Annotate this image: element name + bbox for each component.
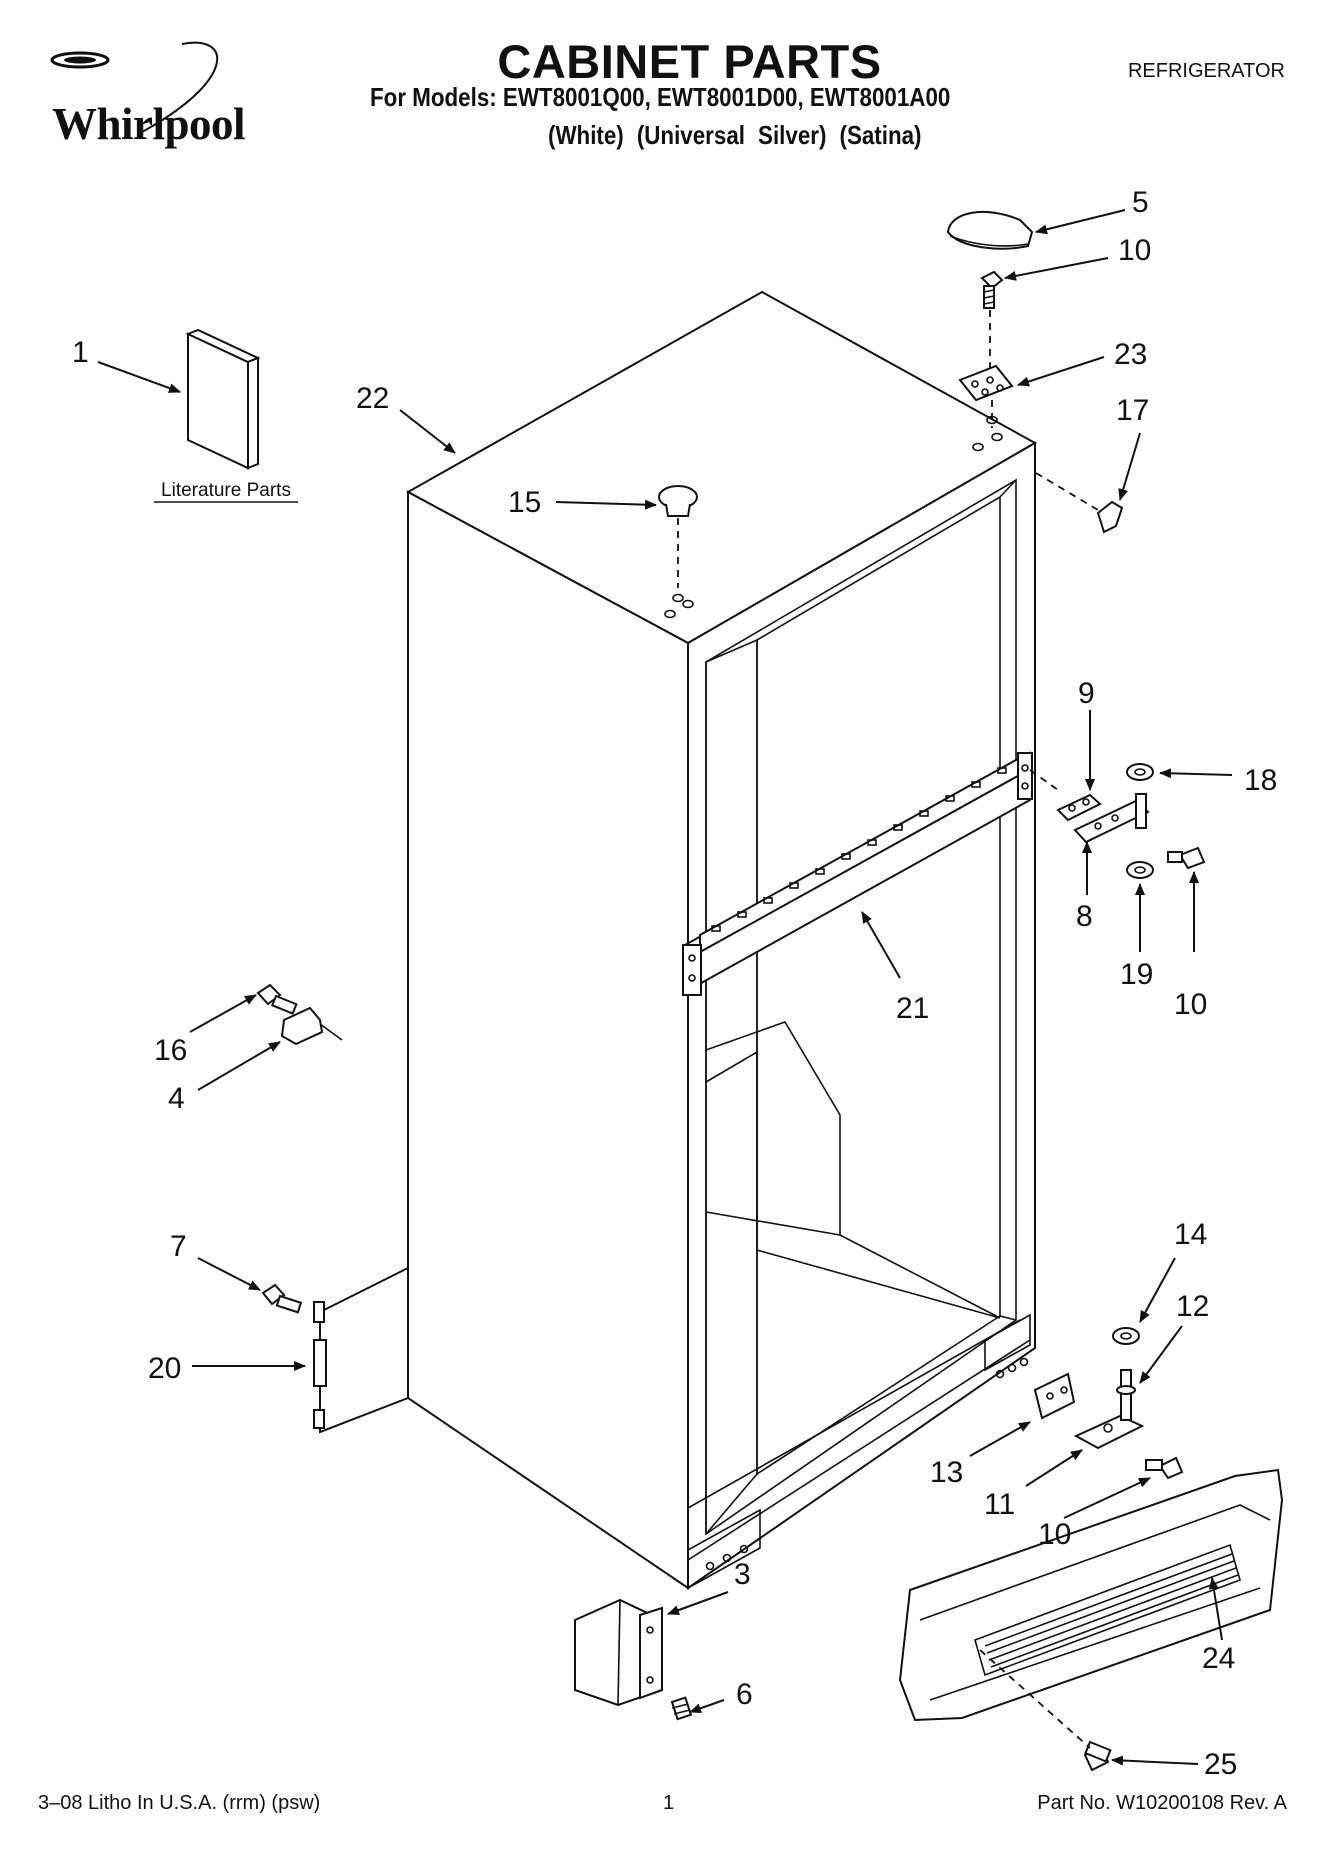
side-screw [256,983,298,1015]
callout-13: 13 [930,1456,963,1489]
cabinet-body [319,290,1038,1590]
callout-5: 5 [1132,186,1149,219]
callout-21: 21 [896,992,929,1025]
center-rail [682,751,1033,996]
callout-1: 1 [72,336,89,369]
callout-25: 25 [1204,1748,1237,1781]
callout-16: 16 [154,1034,187,1067]
bottom-hinge-washer [1112,1327,1140,1345]
callout-12: 12 [1176,1290,1209,1323]
callout-10-bottom: 10 [1038,1518,1071,1551]
callout-7: 7 [170,1230,187,1263]
bottom-hinge-pin [1116,1369,1136,1421]
callout-22: 22 [356,382,389,415]
rear-panel-bracket [313,1301,327,1429]
top-hinge [958,364,1014,402]
callout-10-top: 10 [1118,234,1151,267]
callout-15: 15 [508,486,541,519]
brand-swoosh-icon [50,41,219,133]
page-number: 1 [663,1792,675,1814]
hinge-washer-lower [1126,861,1154,879]
tubing-clamp [280,1006,343,1046]
callout-11: 11 [984,1488,1015,1521]
litho-info: 3–08 Litho In U.S.A. (rrm) (psw) [38,1792,321,1814]
grille-screw [1083,1740,1112,1772]
middle-hinge-shim [1056,793,1102,822]
hinge-washer-upper [1126,763,1154,781]
bottom-hinge-screw [1145,1456,1184,1480]
brand-logo: Whirlpool [22,40,272,160]
callout-24: 24 [1202,1642,1235,1675]
literature-parts-booklet: Literature Parts [154,328,298,503]
leveling-bracket [574,1598,663,1707]
callout-18: 18 [1244,764,1277,797]
leveling-screw [670,1696,693,1721]
hinge-hole-plug [1096,500,1124,534]
literature-label: Literature Parts [161,480,291,501]
brand-name: Whirlpool [52,99,246,149]
callout-20: 20 [148,1352,181,1385]
model-numbers: For Models: EWT8001Q00, EWT8001D00, EWT8… [370,82,951,112]
middle-hinge [1073,793,1150,844]
top-hinge-cover [946,210,1034,250]
bottom-hinge-shim [1033,1372,1076,1420]
leader-lines [97,209,1233,1766]
color-variants: (White) (Universal Silver) (Satina) [548,120,922,150]
callout-9: 9 [1078,677,1095,710]
callout-10-middle: 10 [1174,988,1207,1021]
product-category: REFRIGERATOR [1127,60,1285,82]
top-hinge-screw [980,270,1004,309]
callout-23: 23 [1114,338,1147,371]
callout-17: 17 [1116,394,1149,427]
callout-3: 3 [734,1558,751,1591]
callout-19: 19 [1120,958,1153,991]
base-grille [898,1468,1284,1722]
callout-4: 4 [168,1082,185,1115]
callout-8: 8 [1076,900,1093,933]
callout-numbers: 1 22 5 10 23 17 15 9 18 8 19 10 21 16 4 … [72,186,1277,1781]
top-plug [658,485,698,517]
middle-hinge-screw [1167,846,1206,870]
page-title: CABINET PARTS [497,35,882,88]
callout-14: 14 [1174,1218,1207,1251]
bottom-hinge [1073,1414,1145,1450]
panel-screw [261,1283,303,1314]
part-number: Part No. W10200108 Rev. A [1037,1792,1287,1814]
callout-6: 6 [736,1678,753,1711]
